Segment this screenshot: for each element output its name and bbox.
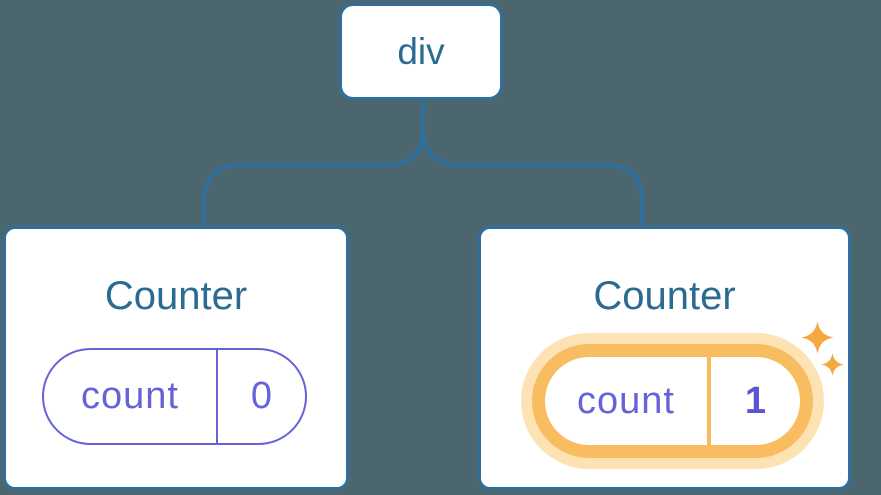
counter-card-right: Counter count 1 xyxy=(478,226,851,490)
component-title: Counter xyxy=(104,274,248,318)
state-value: 0 xyxy=(250,375,273,417)
state-key-label: count xyxy=(545,357,711,445)
sparkle-icon xyxy=(821,353,844,376)
sparkle-icon xyxy=(801,321,834,354)
component-title: Counter xyxy=(593,274,736,318)
tree-node-div-label: div xyxy=(397,30,445,72)
tree-node-div: div xyxy=(339,3,503,100)
counter-card-left: Counter count 0 xyxy=(3,226,349,490)
state-key-label: count xyxy=(44,350,218,443)
state-value: 1 xyxy=(744,379,767,422)
state-pill-highlighted: count 1 xyxy=(532,344,813,458)
state-pill: count 0 xyxy=(42,348,307,445)
